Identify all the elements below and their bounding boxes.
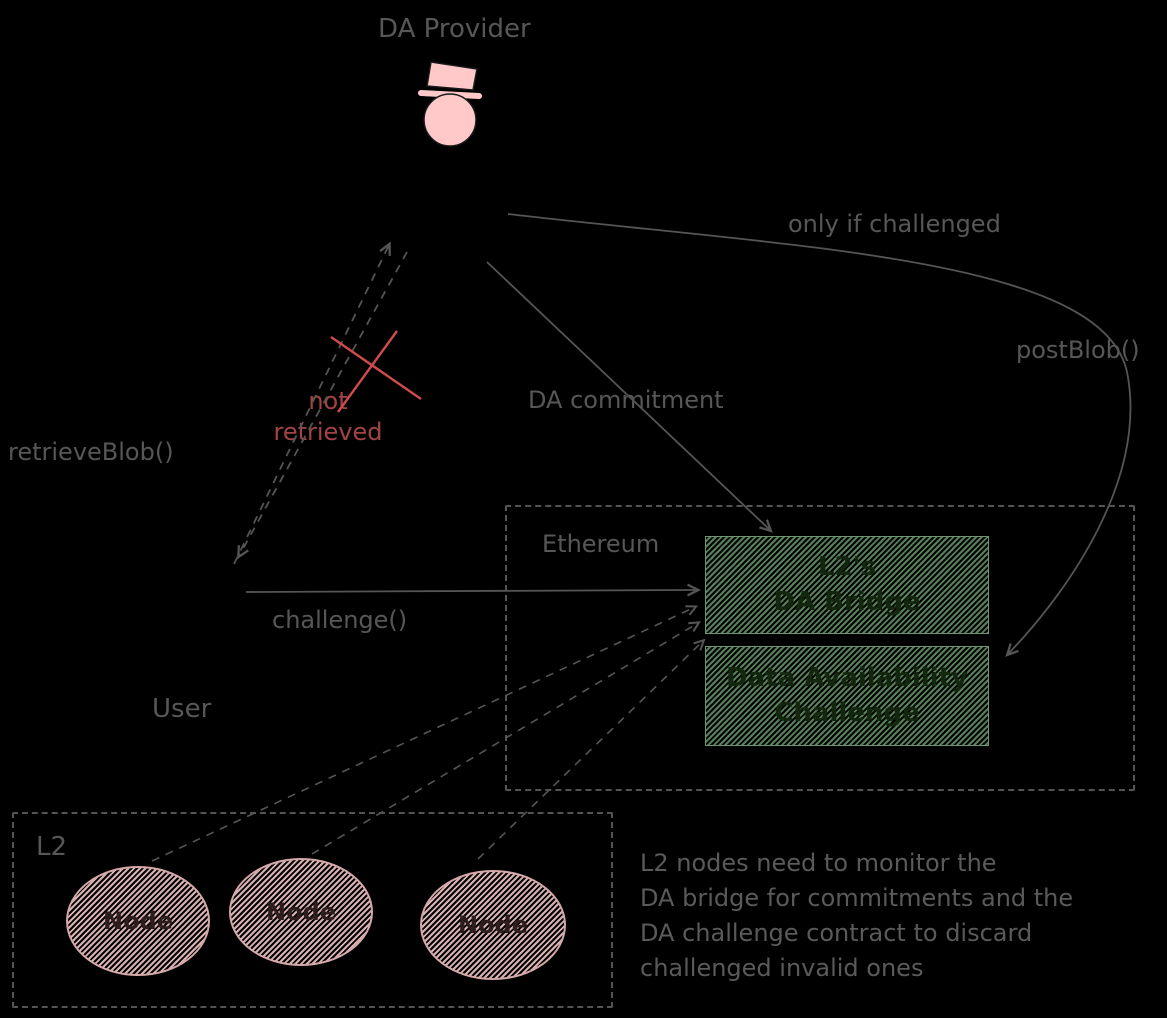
l2-node-3: Node xyxy=(420,870,566,980)
challenge-label: challenge() xyxy=(272,606,408,634)
ethereum-label: Ethereum xyxy=(542,530,660,558)
da-bridge-line1: L2's xyxy=(817,552,877,582)
da-commitment-label: DA commitment xyxy=(528,386,724,414)
da-challenge-line1: Data Availability xyxy=(726,663,968,693)
da-challenge-box: Data Availability Challenge xyxy=(705,646,989,746)
l2-node-2: Node xyxy=(229,858,373,966)
not-retrieved-note: not retrieved xyxy=(253,386,403,448)
person-with-hat-icon xyxy=(418,61,482,147)
retrieveblob-label: retrieveBlob() xyxy=(8,438,174,466)
user-label: User xyxy=(152,694,212,724)
only-if-challenged-label: only if challenged xyxy=(788,210,1001,238)
da-challenge-line2: Challenge xyxy=(774,698,920,728)
da-bridge-line2: DA Bridge xyxy=(773,587,921,617)
postblob-label: postBlob() xyxy=(1016,336,1140,364)
l2-monitor-caption: L2 nodes need to monitor the DA bridge f… xyxy=(640,846,1073,986)
l2-label: L2 xyxy=(36,832,68,862)
hat-brim-shape xyxy=(418,90,482,99)
caption-line4: challenged invalid ones xyxy=(640,954,924,982)
not-retrieved-line1: not xyxy=(308,387,348,415)
caption-line3: DA challenge contract to discard xyxy=(640,919,1033,947)
l2-node-1: Node xyxy=(66,866,210,976)
head-shape xyxy=(423,93,477,147)
da-bridge-box: L2's DA Bridge xyxy=(705,536,989,634)
da-provider-label: DA Provider xyxy=(378,14,531,44)
caption-line1: L2 nodes need to monitor the xyxy=(640,849,997,877)
not-retrieved-line2: retrieved xyxy=(273,418,383,446)
caption-line2: DA bridge for commitments and the xyxy=(640,884,1074,912)
hat-crown-shape xyxy=(426,61,478,91)
